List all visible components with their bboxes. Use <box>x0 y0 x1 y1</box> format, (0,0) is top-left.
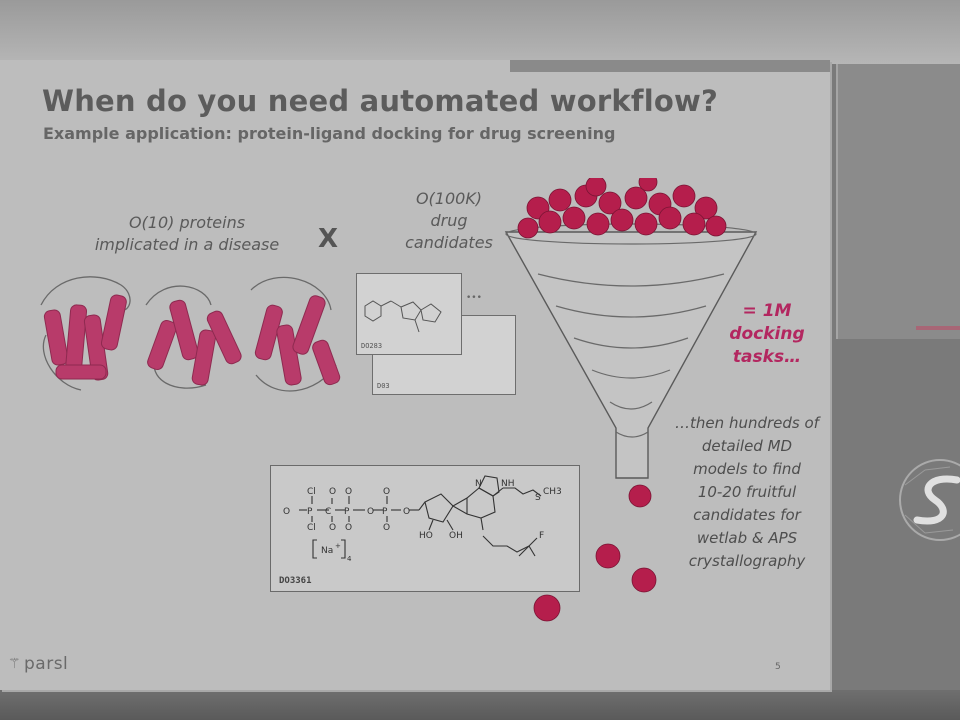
parsl-logo-icon: ⚚ parsl <box>8 654 69 674</box>
more-drugs-ellipsis: ••• <box>466 293 482 303</box>
svg-text:O: O <box>383 523 390 533</box>
chem-oh: OH <box>449 531 463 541</box>
slide-title: When do you need automated workflow? <box>42 84 718 118</box>
drugs-label-line-1: O(100K) <box>415 189 483 208</box>
svg-text:O: O <box>345 523 352 533</box>
proteins-label-line-1: O(10) proteins <box>128 213 246 232</box>
page-number: 5 <box>775 662 781 672</box>
svg-text:O: O <box>383 487 390 497</box>
chem-nh: NH <box>501 479 515 489</box>
chem-n: N <box>475 479 482 489</box>
docking-line-1: = 1M <box>742 301 792 321</box>
funnel-icon <box>504 178 758 622</box>
drugs-label: O(100K) drug candidates <box>394 188 504 254</box>
desktop-background-bottom <box>0 690 960 720</box>
multiply-icon: X <box>318 224 339 254</box>
desktop-background-top <box>0 0 960 64</box>
svg-text:P: P <box>382 507 388 517</box>
svg-text:O: O <box>329 523 336 533</box>
svg-text:O: O <box>345 487 352 497</box>
chem-cl-top: Cl <box>307 487 316 497</box>
docking-tasks-label: = 1M docking tasks… <box>712 300 822 369</box>
chem-cl-bottom: Cl <box>307 523 316 533</box>
svg-text:O: O <box>403 507 410 517</box>
chem-subscript: 4 <box>347 555 352 563</box>
parsl-mark-icon: ⚚ <box>8 656 22 672</box>
drug-code: DO3361 <box>279 576 312 586</box>
parsl-logo-text: parsl <box>24 654 69 674</box>
svg-text:O: O <box>367 507 374 517</box>
presentation-slide: When do you need automated workflow? Exa… <box>0 60 830 690</box>
followup-label: …then hundreds of detailed MD models to … <box>664 412 830 573</box>
chem-ho: HO <box>419 531 433 541</box>
video-thumbnail-panel[interactable] <box>836 64 960 339</box>
drug-structure-small <box>364 300 442 333</box>
proteins-label-line-2: implicated in a disease <box>94 235 280 254</box>
svg-text:C: C <box>325 507 331 517</box>
slide-subtitle: Example application: protein-ligand dock… <box>43 124 616 143</box>
side-logo-icon <box>899 459 960 541</box>
drug-card-front: DO283 <box>356 273 462 355</box>
svg-text:O: O <box>329 487 336 497</box>
followup-line-7: crystallography <box>688 552 806 570</box>
drug-card-front-code: DO283 <box>361 342 383 350</box>
drugs-label-line-3: candidates <box>405 233 493 252</box>
docking-line-3: tasks… <box>732 347 802 367</box>
svg-text:O: O <box>283 507 290 517</box>
followup-line-5: candidates for <box>693 506 801 524</box>
followup-line-1: …then hundreds of <box>675 414 819 432</box>
chem-s: S <box>535 493 541 503</box>
slide-top-band <box>510 60 830 72</box>
followup-line-2: detailed MD <box>701 437 793 455</box>
chem-plus: + <box>335 542 341 550</box>
chem-na: Na <box>321 546 333 556</box>
protein-structures-image <box>40 276 341 392</box>
drug-card-back-code: D03 <box>377 382 390 390</box>
followup-line-4: 10-20 fruitful <box>697 483 797 501</box>
chem-f: F <box>539 531 544 541</box>
svg-text:P: P <box>344 507 350 517</box>
drugs-label-line-2: drug <box>430 211 468 230</box>
chem-ch3: CH3 <box>543 487 562 497</box>
proteins-label: O(10) proteins implicated in a disease <box>82 212 292 256</box>
docking-line-2: docking <box>729 324 805 344</box>
video-thumbnail-accent <box>916 326 960 330</box>
followup-line-6: wetlab & APS <box>696 529 798 547</box>
svg-text:P: P <box>307 507 313 517</box>
followup-line-3: models to find <box>693 460 801 478</box>
